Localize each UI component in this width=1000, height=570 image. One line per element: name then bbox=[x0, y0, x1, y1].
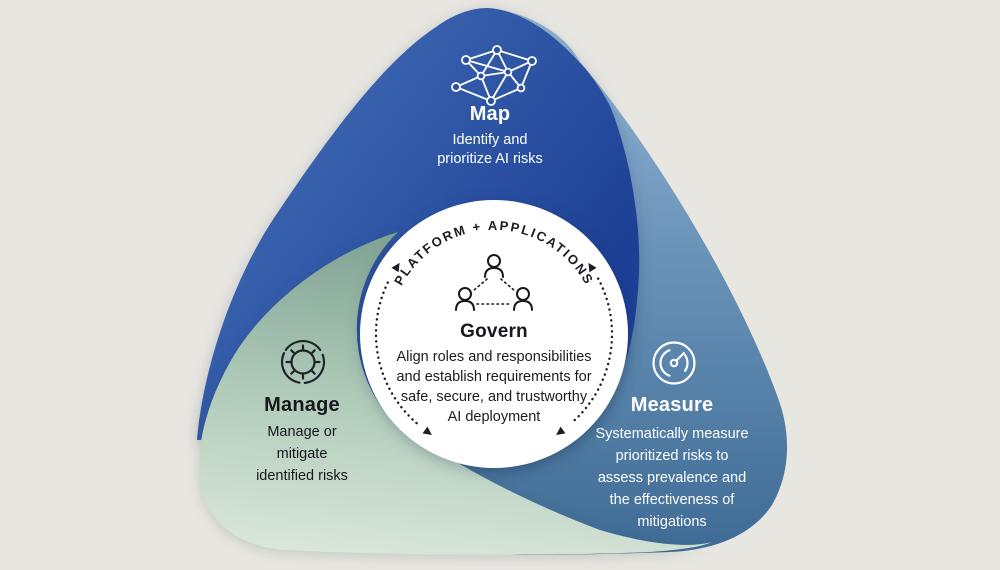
network-graph-icon bbox=[451, 45, 537, 106]
govern-description: Align roles and responsibilities and est… bbox=[396, 349, 592, 425]
measure-description: Systematically measure prioritized risks… bbox=[595, 426, 749, 531]
dotted-arc-left bbox=[374, 277, 418, 425]
manage-lobe-shape bbox=[198, 232, 713, 555]
gear-icon bbox=[280, 340, 326, 384]
gauge-icon bbox=[652, 341, 696, 385]
arrowhead-bottom-left bbox=[422, 426, 432, 435]
org-people-icon bbox=[455, 254, 533, 311]
manage-description: Manage or mitigate identified risks bbox=[256, 424, 348, 484]
cycle-arrowheads bbox=[391, 262, 597, 435]
arrowhead-top-right bbox=[588, 262, 597, 273]
map-description: Identify and prioritize AI risks bbox=[437, 132, 543, 167]
manage-title: Manage bbox=[264, 394, 340, 416]
govern-circle bbox=[360, 200, 628, 468]
dotted-arc-right bbox=[570, 277, 614, 425]
arrowhead-top-left bbox=[391, 262, 400, 273]
arrowhead-bottom-right bbox=[556, 426, 566, 435]
measure-title: Measure bbox=[630, 394, 714, 416]
dotted-cycle-ring bbox=[374, 277, 614, 425]
govern-title: Govern bbox=[460, 321, 528, 342]
map-title: Map bbox=[469, 103, 511, 125]
